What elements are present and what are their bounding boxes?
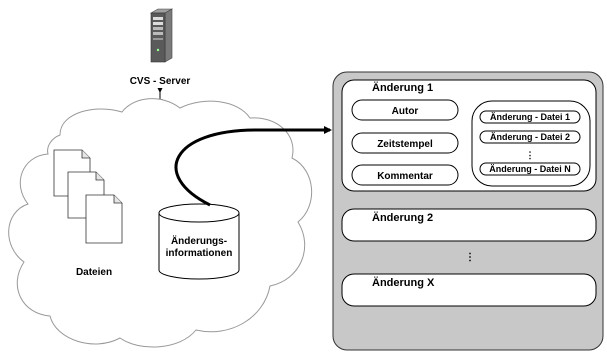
change-2-box — [341, 208, 597, 242]
file-change-2 — [479, 130, 581, 144]
change-1-title: Änderung 1 — [372, 81, 433, 94]
file-change-ellipsis: ⋮ — [526, 150, 535, 160]
file-change-1-label: Änderung - Datei 1 — [490, 112, 570, 122]
change-2-title: Änderung 2 — [372, 211, 433, 224]
field-comment — [351, 164, 459, 186]
field-author — [351, 99, 459, 121]
file-change-2-label: Änderung - Datei 2 — [490, 132, 570, 142]
server-label: CVS - Server — [130, 76, 191, 87]
change-x-title: Änderung X — [372, 276, 435, 289]
field-timestamp — [351, 132, 459, 154]
files-label: Dateien — [76, 267, 112, 278]
database-icon — [158, 203, 240, 280]
changes-ellipsis: ⋮ — [465, 252, 475, 263]
database-label-line1: Änderungs- — [171, 234, 227, 247]
database-label-line2: informationen — [166, 248, 233, 259]
flow-arrow — [174, 126, 332, 207]
field-timestamp-label: Zeitstempel — [377, 139, 433, 150]
field-comment-label: Kommentar — [377, 171, 433, 182]
file-change-n — [479, 162, 581, 176]
server-icon — [149, 8, 174, 63]
file-change-n-label: Änderung - Datei N — [489, 164, 571, 174]
field-author-label: Autor — [392, 106, 419, 117]
file-change-1 — [479, 110, 581, 124]
document-icon — [85, 194, 123, 244]
change-x-box — [341, 273, 597, 307]
